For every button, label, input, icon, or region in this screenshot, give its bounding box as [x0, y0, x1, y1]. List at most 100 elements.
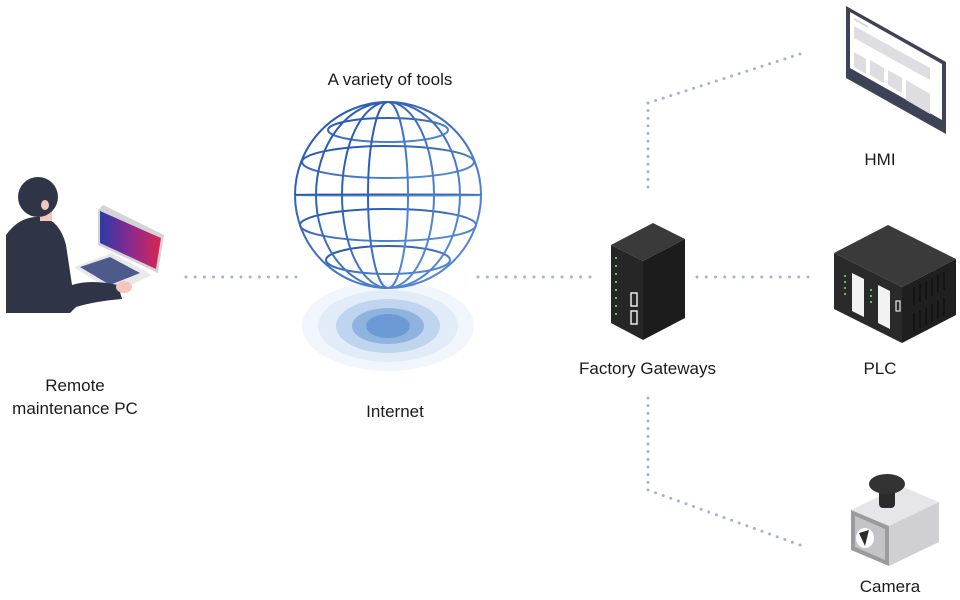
connector-dot: [723, 275, 727, 279]
connector-dot: [646, 132, 650, 136]
person-laptop-icon: [6, 177, 164, 313]
connector-dot: [230, 275, 234, 279]
connector-dot: [646, 419, 650, 423]
connector-dot: [285, 275, 289, 279]
connector-dot: [294, 275, 298, 279]
pc-label-line1: Remote: [45, 376, 105, 395]
connector-dot: [276, 275, 280, 279]
connector-dot: [202, 275, 206, 279]
connector-dot: [654, 99, 658, 103]
pc-label-line2: maintenance PC: [12, 399, 138, 418]
connector-dot: [692, 86, 696, 90]
connector-dot: [646, 427, 650, 431]
connector-dot: [239, 275, 243, 279]
server-tower-icon: [611, 223, 685, 340]
connector-dot: [699, 84, 703, 88]
pc-label: Remote maintenance PC: [0, 374, 150, 420]
connector-dot: [760, 529, 764, 533]
connector-dot: [775, 59, 779, 63]
connector-pc-internet: [184, 275, 298, 279]
connector-dot: [751, 275, 754, 279]
connector-dot: [646, 101, 650, 105]
connector-dot: [551, 275, 555, 279]
connector-dot: [741, 275, 745, 279]
connector-dot: [669, 496, 673, 500]
connector-dot: [532, 275, 536, 279]
connector-dot: [646, 162, 650, 166]
connector-dot: [212, 275, 215, 279]
connector-dot: [737, 521, 741, 525]
connector-dot: [485, 275, 489, 279]
connector-dot: [588, 275, 592, 279]
connector-dot: [513, 275, 517, 279]
connector-dot: [798, 543, 802, 547]
internet-label: Internet: [366, 402, 424, 421]
connector-dot: [732, 275, 736, 279]
camera-label: Camera: [859, 577, 921, 596]
connector-gateway-hmi: [646, 52, 802, 189]
connector-dot: [768, 532, 772, 536]
connector-dot: [495, 275, 499, 279]
connector-dot: [714, 513, 718, 517]
connector-dot: [722, 77, 726, 80]
connector-dot: [646, 396, 650, 400]
connector-dot: [797, 275, 801, 279]
connector-dot: [730, 74, 734, 78]
connector-dot: [476, 275, 480, 279]
connector-dot: [704, 275, 708, 279]
connector-dot: [646, 488, 650, 492]
connector-dot: [646, 154, 650, 158]
connector-dot: [692, 505, 696, 508]
connector-dot: [523, 275, 527, 279]
plc-cabinet-icon: [834, 225, 956, 343]
connector-dot: [184, 275, 188, 279]
connector-dot: [661, 494, 665, 497]
industrial-camera-icon: [851, 474, 939, 566]
tools-label: A variety of tools: [327, 70, 453, 89]
connector-dot: [646, 170, 650, 174]
connector-dot: [579, 275, 583, 279]
connector-dot: [760, 64, 764, 68]
connector-dot: [646, 177, 650, 181]
connector-dot: [768, 62, 772, 66]
connector-dot: [714, 275, 717, 279]
connector-dot: [778, 275, 782, 279]
connector-dot: [730, 518, 734, 522]
connector-dot: [714, 79, 718, 83]
connector-dot: [646, 434, 650, 438]
connector-dot: [646, 465, 650, 469]
connector-dot: [193, 275, 197, 279]
connector-dot: [669, 94, 673, 98]
connector-dot: [737, 72, 741, 76]
connector-dot: [760, 275, 764, 279]
connector-dot: [267, 275, 270, 279]
connector-dot: [798, 52, 802, 56]
connector-dot: [775, 535, 779, 539]
connector-dot: [646, 411, 650, 415]
connector-dot: [221, 275, 225, 279]
connector-gateway-camera: [646, 396, 802, 547]
connector-dot: [752, 527, 756, 530]
connector-dot: [783, 538, 787, 541]
connector-dot: [707, 510, 711, 514]
connector-dot: [676, 499, 680, 503]
connector-dot: [504, 275, 508, 279]
connector-dot: [646, 457, 650, 461]
connector-dot: [699, 507, 703, 511]
connector-dot: [745, 69, 749, 73]
connector-dot: [646, 480, 650, 484]
plc-label: PLC: [863, 359, 897, 378]
connector-dot: [646, 450, 650, 454]
connector-dot: [745, 524, 749, 528]
connector-dot: [790, 54, 794, 58]
connector-dot: [783, 57, 787, 61]
connector-dot: [569, 275, 573, 279]
connector-dot: [790, 540, 794, 544]
connector-dot: [676, 91, 680, 95]
gateway-label: Factory Gateways: [579, 359, 716, 378]
connector-dot: [707, 81, 711, 85]
connector-dot: [646, 147, 650, 151]
connector-gateway-plc: [695, 275, 810, 279]
tablet-screen-icon: [846, 6, 946, 134]
